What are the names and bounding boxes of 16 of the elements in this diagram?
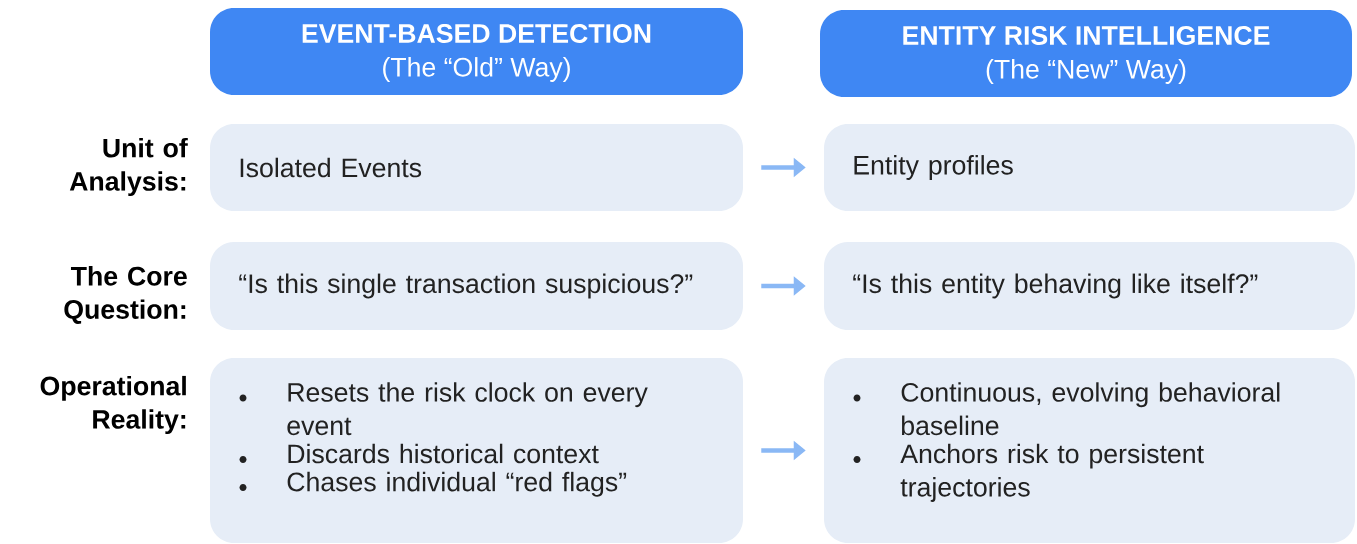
row-label: The Core Question:	[64, 266, 187, 324]
text-box: Entity profiles	[824, 124, 1355, 211]
header-box: EVENT-BASED DETECTION (The “Old” Way)	[210, 8, 743, 95]
row-label: Unit of Analysis:	[69, 137, 188, 197]
list-item: Discards historical context	[239, 443, 599, 464]
list-item: Resets the risk clock on every event	[239, 382, 648, 436]
list-item: Anchors risk to persistent trajectories	[853, 443, 1204, 502]
list-box	[210, 358, 743, 543]
row-label: Operational Reality:	[40, 375, 186, 435]
list-item: Continuous, evolving behavioral baseline	[853, 382, 1280, 436]
list-item: Chases individual “red flags”	[239, 471, 627, 497]
text-box: “Is this entity behaving like itself?”	[824, 242, 1355, 330]
text-box: “Is this single transaction suspicious?”	[210, 242, 743, 330]
header-box: ENTITY RISK INTELLIGENCE (The “New” Way)	[820, 10, 1352, 97]
text-box: Isolated Events	[210, 124, 743, 211]
list-box	[824, 358, 1355, 543]
